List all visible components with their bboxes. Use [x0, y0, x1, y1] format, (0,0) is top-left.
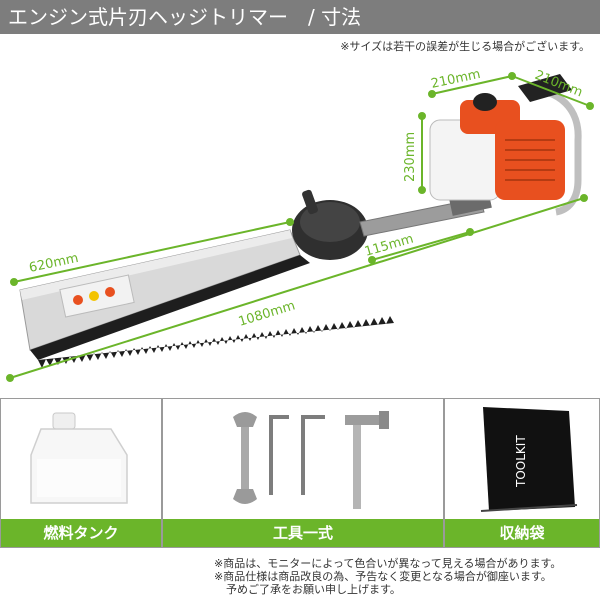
hedge-trimmer-blade — [19, 229, 394, 368]
fuel-tank-icon — [30, 412, 128, 504]
spark-plug-wrench-icon — [345, 411, 389, 509]
hex-key-icon — [269, 415, 289, 495]
header-bar: エンジン式片刃ヘッジトリマー / 寸法 — [0, 0, 600, 34]
dimension-lines — [6, 72, 594, 382]
tool-set-label: 工具一式 — [163, 519, 443, 547]
engine-height-label: 230mm — [403, 132, 418, 182]
engine-unit — [429, 74, 582, 216]
footer-note: 予めご了承をお願い申し上げます。 — [226, 583, 401, 596]
product-dimension-diagram: 620mm 1080mm 115mm 230mm 210mm 210mm — [6, 67, 594, 382]
fuel-tank-panel: 燃料タンク — [0, 398, 162, 548]
size-disclaimer: ※サイズは若干の誤差が生じる場合がございます。 — [340, 40, 590, 53]
page-title: エンジン式片刃ヘッジトリマー / 寸法 — [8, 5, 362, 29]
storage-bag-label: 収納袋 — [445, 519, 599, 547]
fuel-tank-label: 燃料タンク — [1, 519, 161, 547]
hex-key-icon — [301, 415, 325, 495]
wrench-icon — [233, 412, 257, 504]
footer-notes: ※商品は、モニターによって色合いが異なって見える場合があります。 ※商品仕様は商… — [214, 557, 561, 596]
gear-head — [292, 189, 368, 260]
blade-length-label: 620mm — [28, 251, 80, 276]
storage-bag-panel: TOOLKIT 収納袋 — [444, 398, 600, 548]
blade-teeth — [30, 255, 394, 368]
tool-set-panel: 工具一式 — [162, 398, 444, 548]
footer-note: ※商品仕様は商品改良の為、予告なく変更となる場合が御座います。 — [214, 570, 552, 583]
bag-toolkit-text: TOOLKIT — [514, 435, 528, 488]
toolkit-bag-icon: TOOLKIT — [480, 407, 578, 512]
tool-set-illustration — [233, 411, 389, 509]
footer-note: ※商品は、モニターによって色合いが異なって見える場合があります。 — [214, 557, 562, 570]
